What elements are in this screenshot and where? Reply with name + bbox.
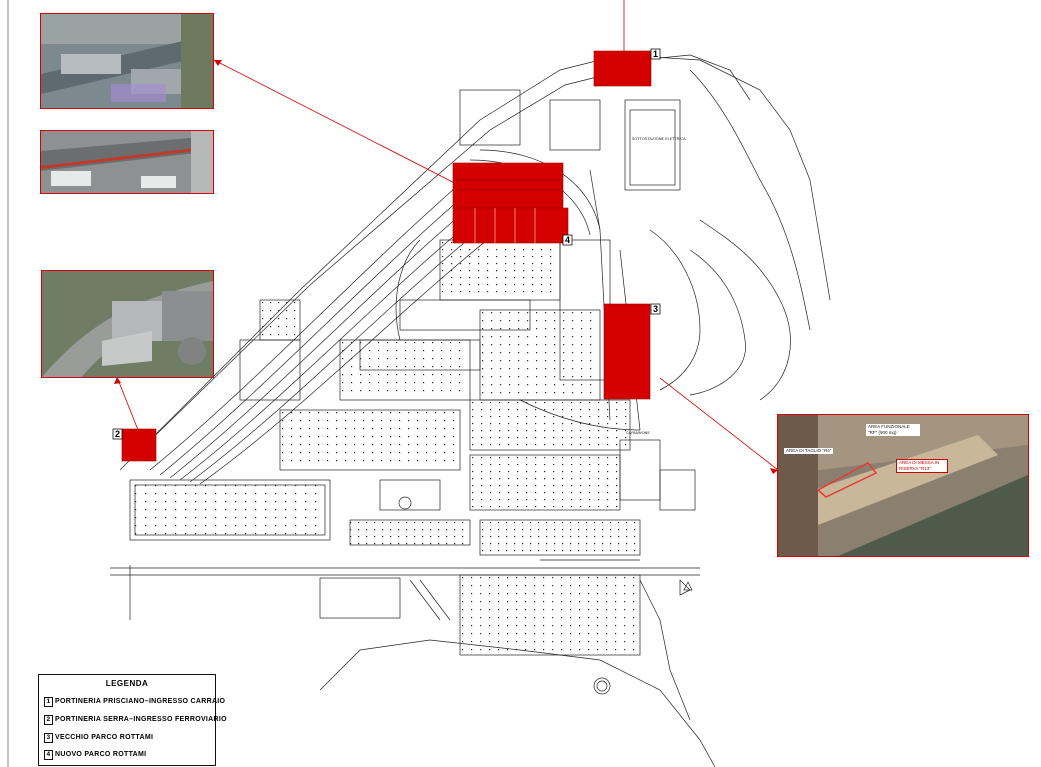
marker-3: 3 <box>653 304 658 314</box>
label-r4: AREA DI TAGLIO "R4" <box>784 448 834 454</box>
zone-1-highlight <box>593 50 652 87</box>
shed-label: CAPANNONE <box>626 430 650 435</box>
legend-title: LEGENDA <box>105 679 149 688</box>
aerial-photo-scrap-area <box>777 414 1029 557</box>
label-rf: AREA FUNZIONALE "RF" (900 mq) <box>866 424 920 436</box>
marker-4: 4 <box>565 235 570 245</box>
marker-1: 1 <box>653 49 658 59</box>
label-r13: AREA DI MESSA IN RISERVA "R13" <box>896 459 948 473</box>
zone-2-highlight <box>121 428 157 462</box>
aerial-photo-1 <box>40 13 214 109</box>
substation-label: SOTTOSTAZIONE ELETTRICA <box>632 136 686 141</box>
zone-4-highlight-bottom <box>452 207 569 244</box>
zone-3-highlight <box>603 303 651 400</box>
aerial-photo-3 <box>41 270 214 378</box>
zone-4-highlight-top <box>452 162 564 209</box>
aerial-photo-2 <box>40 130 214 194</box>
marker-2: 2 <box>115 429 120 439</box>
